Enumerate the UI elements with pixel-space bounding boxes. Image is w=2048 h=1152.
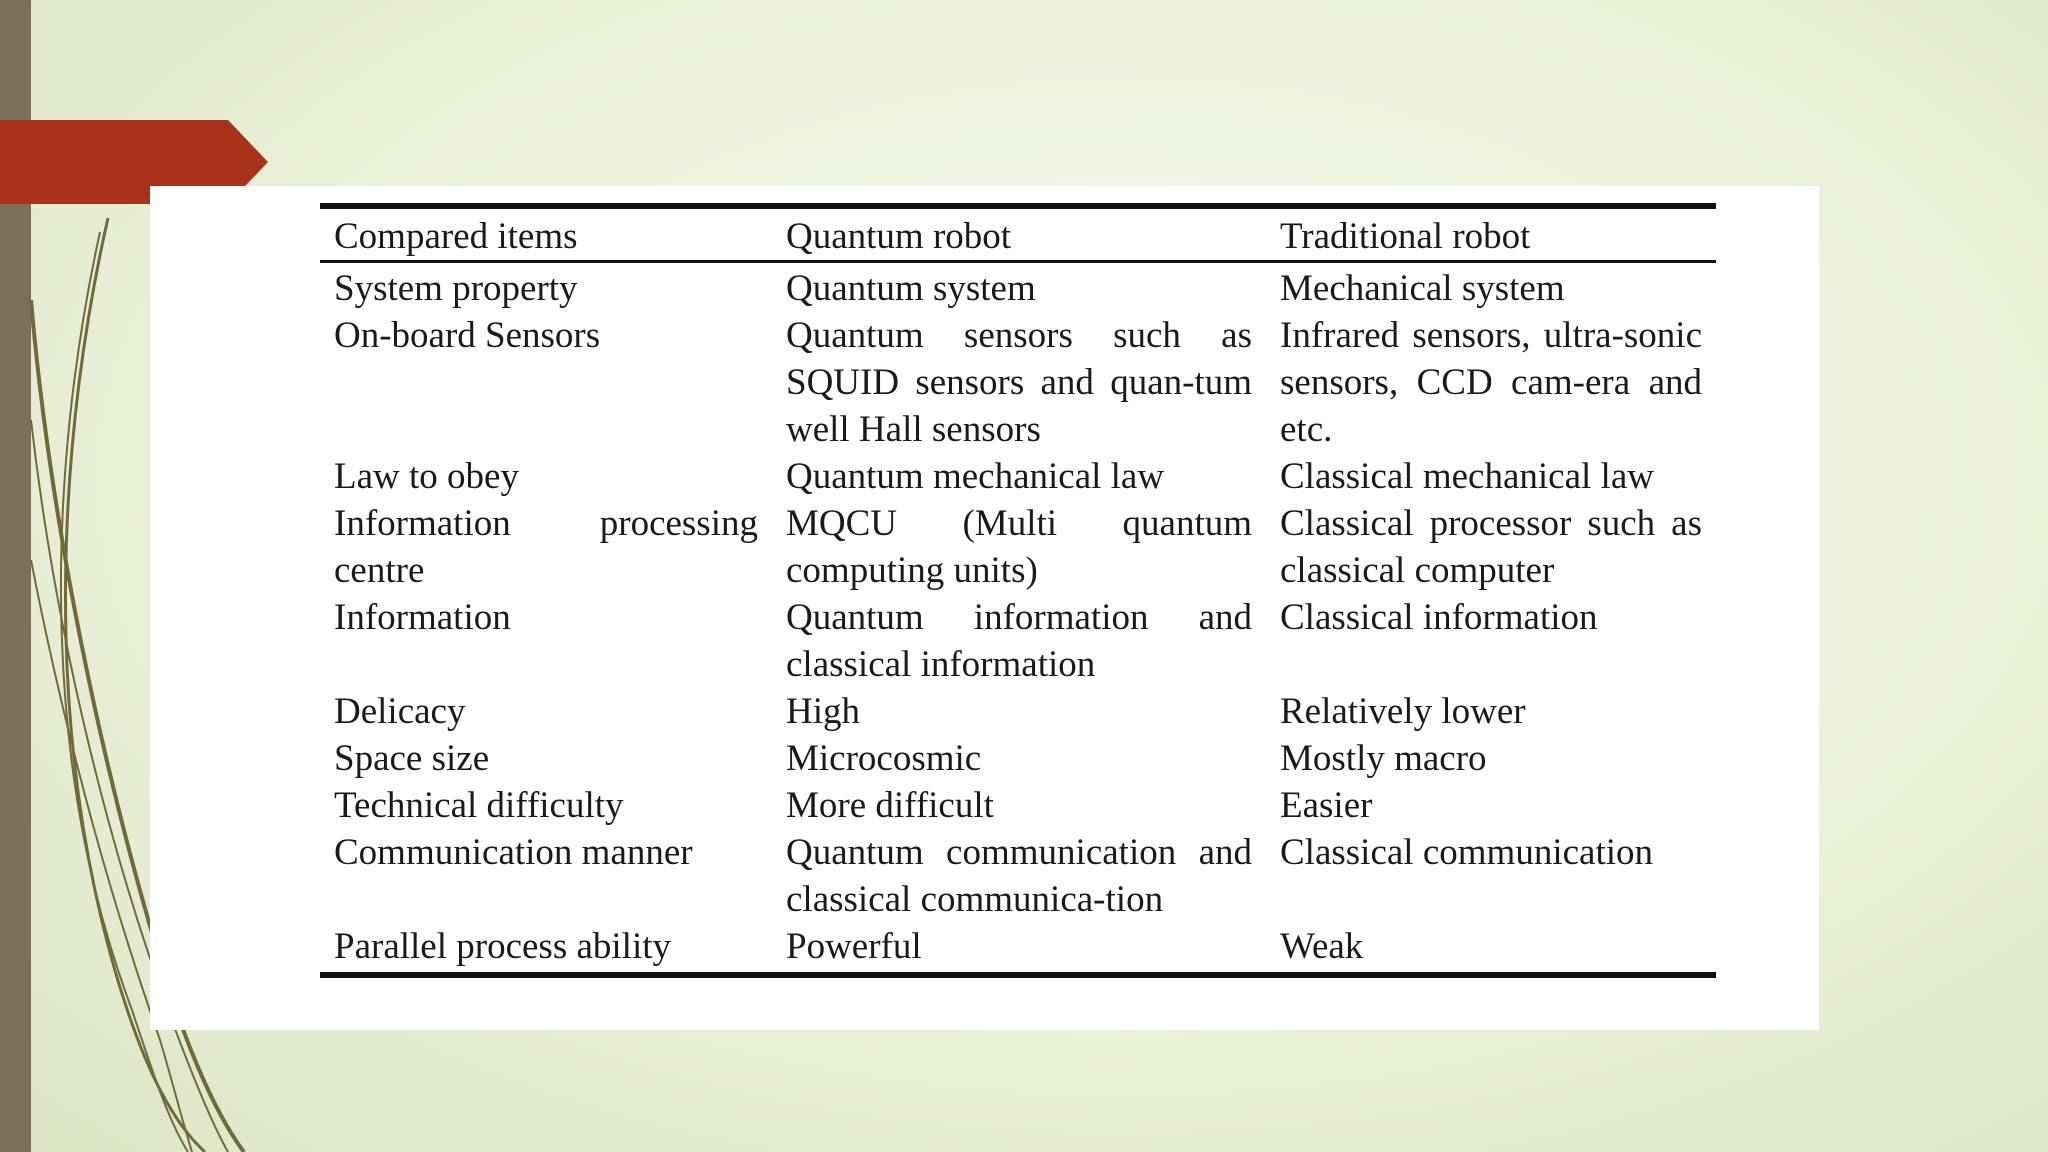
- table-cell: Powerful: [772, 923, 1266, 978]
- decorative-swoosh-lines: [29, 217, 246, 1152]
- table-row: On-board Sensors Quantum sensors such as…: [320, 312, 1716, 453]
- table-row: Technical difficulty More difficult Easi…: [320, 782, 1716, 829]
- table-row: Information Quantum information and clas…: [320, 594, 1716, 688]
- table-cell: More difficult: [786, 785, 994, 826]
- table-cell: Quantum mechanical law: [786, 456, 1165, 497]
- table-cell: MQCU (Multi quantum computing units): [786, 503, 1252, 591]
- table-cell: Technical difficulty: [334, 785, 624, 826]
- table-cell: Quantum information and classical inform…: [786, 597, 1252, 685]
- table-row: Law to obey Quantum mechanical law Class…: [320, 453, 1716, 500]
- table-row: Space size Microcosmic Mostly macro: [320, 735, 1716, 782]
- table-row: Communication manner Quantum communicati…: [320, 829, 1716, 923]
- red-arrow-tab: [0, 120, 268, 204]
- table-cell: Information processing centre: [334, 503, 758, 591]
- table-cell: Infrared sensors, ultra-sonic sensors, C…: [1280, 315, 1702, 450]
- table-row: Information processing centre MQCU (Mult…: [320, 500, 1716, 594]
- table-cell: Classical communication: [1280, 832, 1653, 873]
- table-row: System property Quantum system Mechanica…: [320, 262, 1716, 313]
- table-row: Delicacy High Relatively lower: [320, 688, 1716, 735]
- table-cell: Relatively lower: [1280, 691, 1526, 732]
- table-header-row: Compared items Quantum robot Traditional…: [320, 203, 1716, 263]
- table-cell: Law to obey: [334, 456, 519, 497]
- table-cell: High: [786, 691, 860, 732]
- table-cell: Mostly macro: [1280, 738, 1487, 779]
- table-cell: Weak: [1266, 923, 1716, 978]
- table-row: Parallel process ability Powerful Weak: [320, 923, 1716, 978]
- table-cell: Classical information: [1280, 597, 1598, 638]
- table-cell: Quantum sensors such as SQUID sensors an…: [786, 315, 1252, 450]
- table-cell: Easier: [1280, 785, 1373, 826]
- table-cell: Delicacy: [334, 691, 466, 732]
- comparison-table: Compared items Quantum robot Traditional…: [320, 203, 1716, 978]
- table-cell: Information: [334, 597, 511, 638]
- table-cell: System property: [334, 268, 578, 309]
- header-traditional-robot: Traditional robot: [1266, 203, 1716, 263]
- table-cell: Microcosmic: [786, 738, 982, 779]
- table-cell: On-board Sensors: [334, 315, 601, 356]
- comparison-table-panel: Compared items Quantum robot Traditional…: [150, 186, 1819, 1030]
- table-cell: Quantum communication and classical comm…: [786, 832, 1252, 920]
- header-compared-items: Compared items: [320, 203, 772, 263]
- header-quantum-robot: Quantum robot: [772, 203, 1266, 263]
- table-cell: Parallel process ability: [320, 923, 772, 978]
- table-cell: Communication manner: [334, 832, 693, 873]
- table-cell: Space size: [334, 738, 490, 779]
- table-cell: Quantum system: [786, 268, 1036, 309]
- table-cell: Classical mechanical law: [1280, 456, 1654, 497]
- table-cell: Mechanical system: [1280, 268, 1565, 309]
- table-cell: Classical processor such as classical co…: [1280, 503, 1702, 591]
